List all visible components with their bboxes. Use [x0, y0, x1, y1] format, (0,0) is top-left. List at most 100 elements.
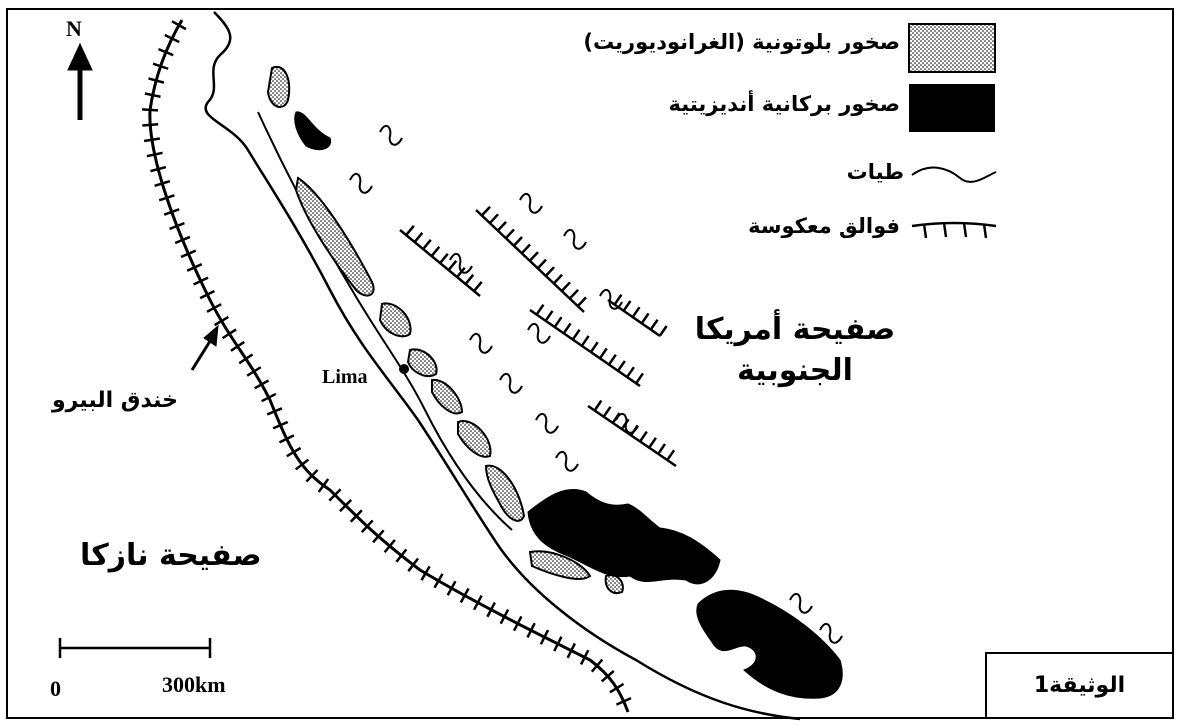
- trench-tick: [305, 469, 319, 483]
- trench-tick: [171, 20, 187, 31]
- trench-tick: [579, 649, 590, 666]
- trench-tick: [206, 303, 222, 313]
- trench-tick: [213, 315, 229, 327]
- lima-label: Lima: [322, 366, 368, 388]
- fault-tick: [589, 341, 599, 353]
- trench-tick: [141, 108, 159, 112]
- fault-tick: [456, 267, 466, 278]
- trench-tick: [446, 580, 457, 596]
- fault-tick: [447, 260, 458, 271]
- trench-tick: [360, 519, 374, 534]
- fault-tick: [520, 243, 531, 255]
- trench-tick: [146, 151, 163, 158]
- fault-line: [529, 308, 641, 388]
- fault-tick: [593, 399, 603, 412]
- trench-tick: [254, 379, 270, 390]
- fault-tick: [657, 443, 667, 455]
- fault-tick: [512, 236, 523, 247]
- trench-tick: [272, 420, 289, 430]
- trench-tick: [407, 557, 420, 572]
- trench-tick: [566, 642, 576, 659]
- reverse-faults: [399, 205, 677, 468]
- fault-tick: [422, 239, 432, 250]
- fault-tick: [568, 288, 579, 300]
- fold-symbol: [469, 332, 493, 354]
- belt-inner-edge: [257, 111, 513, 531]
- legend-folds-label: طيات: [846, 160, 904, 184]
- trench-tick: [539, 629, 550, 645]
- trench-tick: [372, 529, 385, 544]
- fault-tick: [626, 366, 635, 378]
- trench-tick: [600, 669, 615, 683]
- trench-tick: [286, 446, 302, 458]
- trench-tick: [395, 548, 408, 563]
- trench-tick: [164, 33, 180, 44]
- fault-tick: [562, 322, 572, 335]
- fault-tick: [413, 232, 424, 243]
- fault-tick: [620, 418, 630, 430]
- fault-tick: [613, 293, 623, 306]
- fold-symbol: [449, 252, 473, 274]
- trench-tick: [157, 47, 174, 57]
- trench-tick: [609, 682, 625, 694]
- trench-ticks: [141, 20, 632, 706]
- trench-tick: [186, 263, 203, 272]
- legend-plutonic-label: صخور بلوتونية (الغرانوديوريت): [583, 30, 900, 54]
- trench-tick: [221, 328, 237, 340]
- trench-tick: [512, 615, 523, 632]
- legend-fold-symbol: [911, 166, 997, 183]
- fault-tick: [536, 258, 547, 270]
- fault-tick: [560, 281, 571, 292]
- fault-tick: [464, 274, 475, 285]
- fault-line: [607, 298, 661, 338]
- lima-marker: [399, 364, 409, 374]
- trench-tick: [349, 509, 363, 523]
- scale-start-label: 0: [50, 676, 61, 701]
- fault-tick: [639, 430, 648, 443]
- fold-symbol: [349, 172, 373, 194]
- fault-tick: [552, 273, 563, 285]
- plutonic-bodies: [266, 65, 624, 594]
- fault-tick: [602, 406, 612, 418]
- trench-tick: [328, 488, 342, 502]
- trench-tick: [590, 658, 604, 673]
- document-label: الوثيقة1: [1033, 673, 1126, 698]
- trench-tick: [193, 276, 209, 286]
- fault-tick: [496, 221, 507, 232]
- trench-tick: [266, 407, 283, 416]
- fault-tick: [629, 424, 639, 436]
- trench-tick: [499, 608, 510, 625]
- trench-tick: [553, 636, 563, 652]
- trench-tick: [154, 180, 171, 188]
- coastline: [204, 11, 801, 721]
- fault-tick: [648, 437, 657, 449]
- fold-symbol: [527, 322, 551, 344]
- trench-tick: [150, 165, 167, 173]
- trench-tick: [143, 137, 161, 143]
- fault-tick: [611, 412, 621, 424]
- fault-tick: [658, 325, 668, 337]
- trench-tick: [472, 594, 483, 611]
- fault-tick: [480, 205, 491, 217]
- fault-tick: [580, 335, 590, 347]
- volcanic-bodies: [294, 111, 843, 699]
- fold-symbol: [555, 450, 579, 472]
- trench-tick: [158, 194, 175, 202]
- fault-tick: [473, 281, 483, 292]
- trench-tick: [148, 77, 165, 84]
- document-label-box: الوثيقة1: [985, 652, 1174, 719]
- fault-tick: [553, 316, 563, 328]
- trench-tick: [383, 539, 396, 554]
- fault-tick: [598, 347, 608, 360]
- fold-symbol: [535, 412, 559, 434]
- trench-tick: [459, 587, 470, 604]
- legend-faults-label: فوالق معكوسة: [748, 214, 900, 238]
- fault-line: [399, 229, 481, 297]
- trench-tick: [169, 221, 185, 231]
- fault-tick: [430, 246, 441, 257]
- fault-tick: [607, 353, 617, 366]
- fault-line: [587, 404, 677, 468]
- trench-tick: [339, 498, 353, 513]
- fault-tick: [576, 296, 587, 307]
- trench-tick: [420, 565, 431, 581]
